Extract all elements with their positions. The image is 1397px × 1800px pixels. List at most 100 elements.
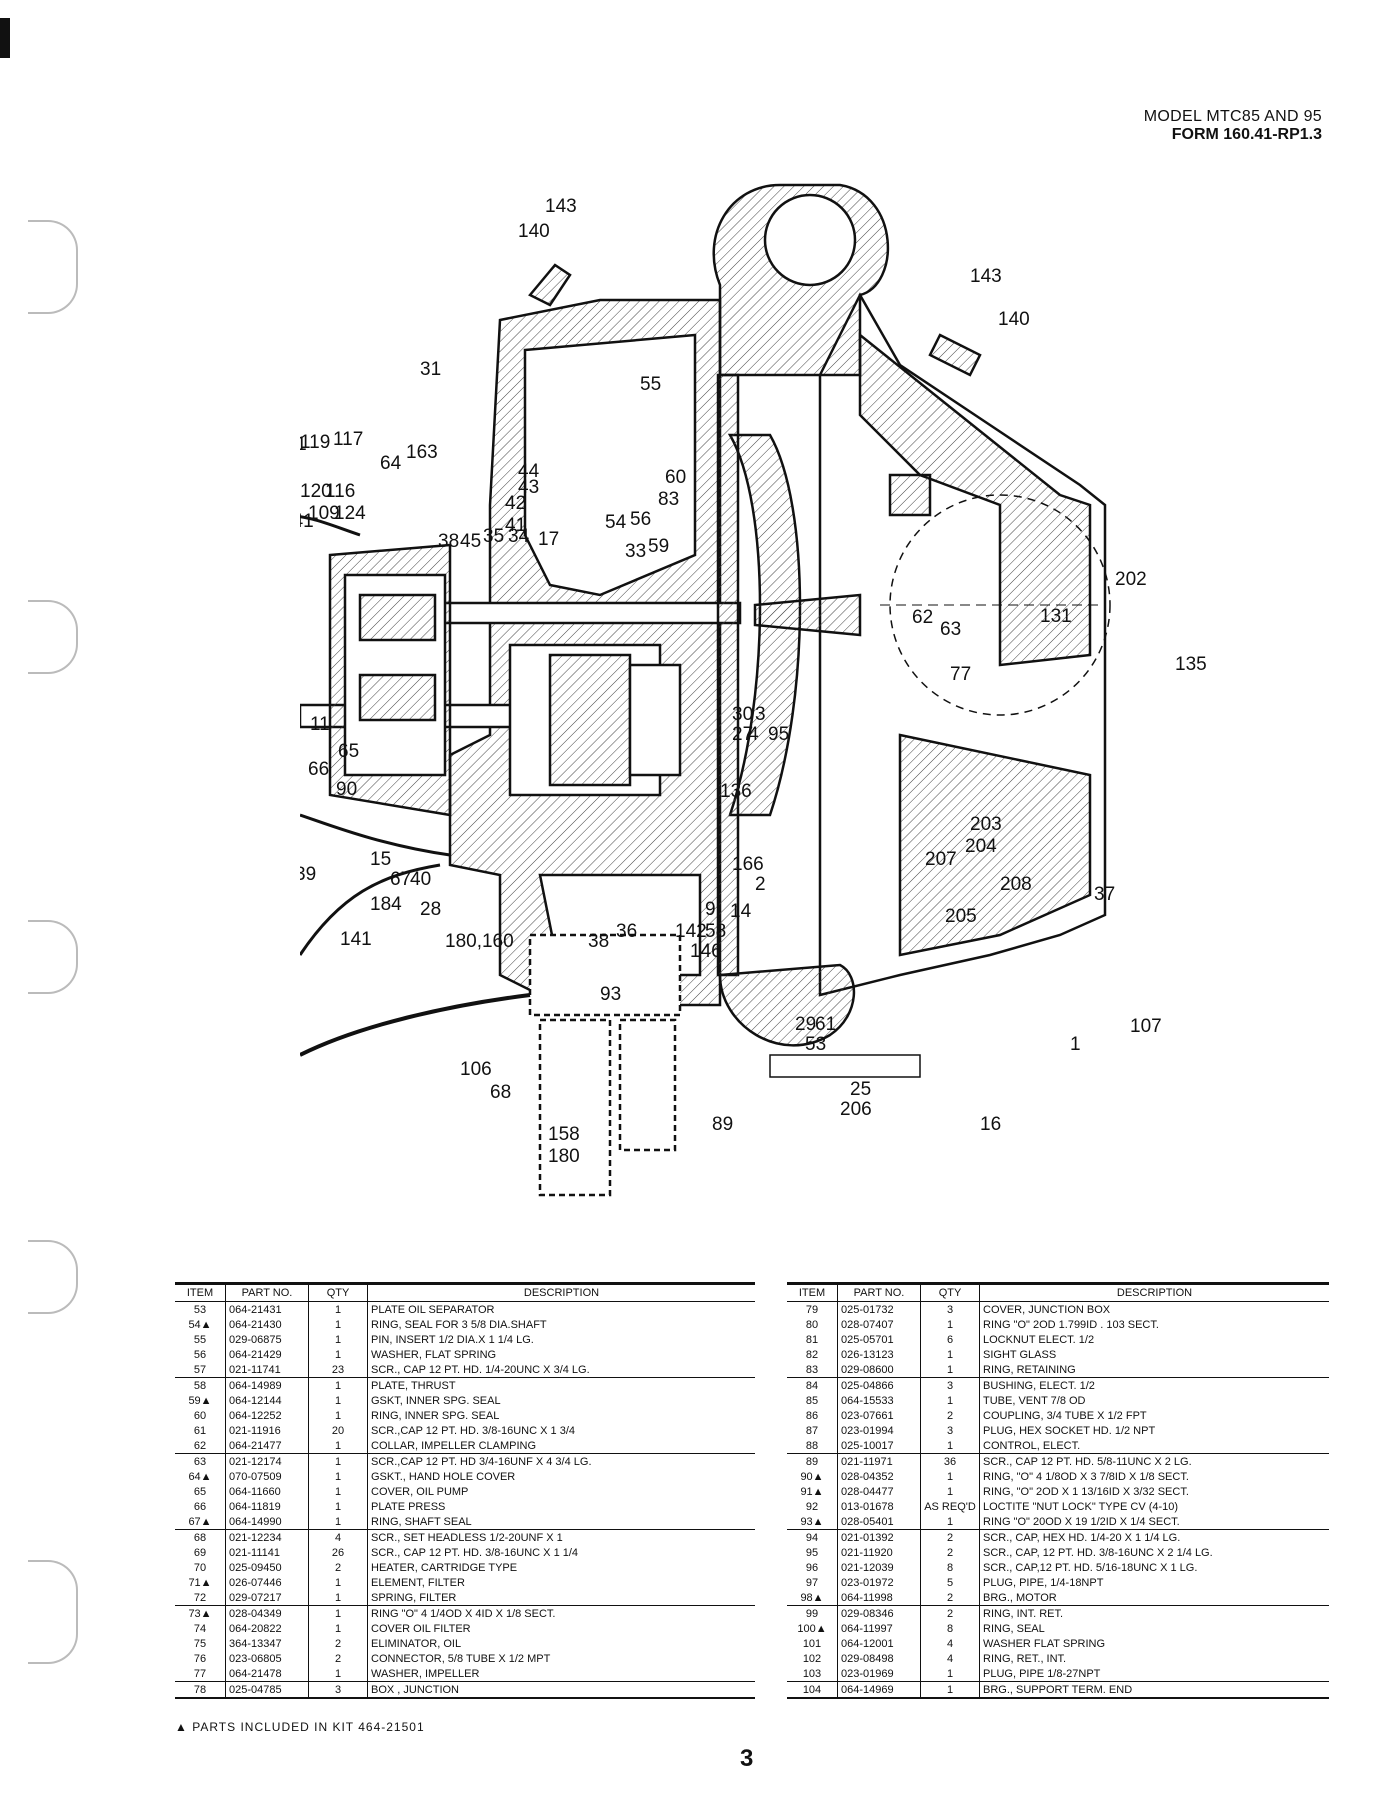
table-cell-qty: 2 (920, 1590, 980, 1606)
table-cell-item: 69 (193, 1546, 207, 1559)
table-cell-part: 025-10017 (837, 1438, 921, 1454)
table-cell-part: 029-06875 (225, 1332, 309, 1347)
callout-label: 2 (755, 874, 766, 895)
table-cell-desc: SCR., SET HEADLESS 1/2-20UNF X 1 (367, 1529, 755, 1545)
table-cell-qty: 3 (308, 1681, 368, 1698)
table-cell-item: 53 (193, 1303, 207, 1316)
callout-label: 158 (548, 1124, 580, 1145)
callout-label: 121 (300, 434, 307, 455)
callout-label: 4 (748, 724, 759, 745)
table-cell-desc: COVER, JUNCTION BOX (979, 1301, 1329, 1317)
table-cell-part: 013-01678 (837, 1499, 921, 1514)
table-cell-part: 028-04349 (225, 1605, 309, 1621)
table-cell-part: 023-06805 (225, 1651, 309, 1666)
table-cell-qty: 2 (920, 1529, 980, 1545)
table-cell-part: 064-12144 (225, 1393, 309, 1408)
table-cell-item: 79 (805, 1303, 819, 1316)
callout-label: 16 (980, 1114, 1001, 1135)
callout-label: 135 (1175, 654, 1207, 675)
table-cell-qty: 4 (920, 1636, 980, 1651)
table-cell-part: 064-21478 (225, 1666, 309, 1682)
callout-label: 42 (505, 493, 526, 514)
table-cell-item: 94 (805, 1531, 819, 1544)
table-cell-qty: 5 (920, 1575, 980, 1590)
callout-label: 63 (940, 619, 961, 640)
callout-label: 1 (1070, 1034, 1081, 1055)
table-cell-item: 85 (805, 1394, 819, 1407)
callout-label: 43 (518, 477, 539, 498)
table-cell-desc: SIGHT GLASS (979, 1347, 1329, 1362)
page-number: 3 (740, 1745, 754, 1772)
table-cell-desc: RING, INNER SPG. SEAL (367, 1408, 755, 1423)
table-cell-desc: SCR., CAP 12 PT. HD. 1/4-20UNC X 3/4 LG. (367, 1362, 755, 1378)
table-cell-desc: SCR., CAP, 12 PT. HD. 3/8-16UNC X 2 1/4 … (979, 1545, 1329, 1560)
table-cell-desc: RING, SEAL FOR 3 5/8 DIA.SHAFT (367, 1317, 755, 1332)
table-cell-desc: ELEMENT, FILTER (367, 1575, 755, 1590)
callout-labels: 143 140 143 140 31 55 121 119 117 163 64… (300, 196, 1207, 1167)
callout-label: 206 (840, 1099, 872, 1120)
model-title: MODEL MTC85 AND 95 (1143, 108, 1322, 125)
table-cell-qty: AS REQ'D (920, 1499, 980, 1514)
callout-label: 44 (518, 461, 540, 482)
table-cell-item: 93▲ (787, 1514, 838, 1530)
callout-label: 207 (925, 849, 957, 870)
callout-label: 53 (805, 1034, 826, 1055)
table-cell-qty: 1 (920, 1362, 980, 1378)
callout-label: 116 (325, 481, 355, 502)
callout-label: 141 (340, 929, 372, 950)
table-cell-item: 97 (805, 1576, 819, 1589)
table-cell-part: 064-15533 (837, 1393, 921, 1408)
table-cell-item: 88 (787, 1438, 838, 1454)
table-cell-desc: SCR., CAP,12 PT. HD. 5/16-18UNC X 1 LG. (979, 1560, 1329, 1575)
table-cell-desc: LOCTITE "NUT LOCK" TYPE CV (4-10) (979, 1499, 1329, 1514)
table-cell-item: 74 (193, 1622, 207, 1635)
callout-label: 30 (732, 704, 753, 725)
table-cell-qty: 1 (920, 1438, 980, 1454)
table-cell-part: 021-11916 (225, 1423, 309, 1438)
table-cell-desc: RING "O" 20OD X 19 1/2ID X 1/4 SECT. (979, 1514, 1329, 1530)
table-cell-item: 90▲ (800, 1470, 824, 1483)
table-cell-part: 021-11971 (837, 1453, 921, 1469)
table-cell-desc: PLATE OIL SEPARATOR (367, 1301, 755, 1317)
table-cell-desc: RING, SEAL (979, 1621, 1329, 1636)
table-cell-item: 62 (175, 1438, 226, 1454)
table-cell-item: 77 (175, 1666, 226, 1682)
table-cell-desc: GSKT, INNER SPG. SEAL (367, 1393, 755, 1408)
table-cell-desc: PLATE PRESS (367, 1499, 755, 1514)
table-cell-part: 064-14990 (225, 1514, 309, 1530)
table-header-row: ITEM PART NO. QTY DESCRIPTION (175, 1283, 755, 1302)
table-cell-part: 025-04785 (225, 1681, 309, 1698)
table-cell-part: 026-13123 (837, 1347, 921, 1362)
table-cell-desc: RING, "O" 2OD X 1 13/16ID X 3/32 SECT. (979, 1484, 1329, 1499)
table-cell-desc: BRG., MOTOR (979, 1590, 1329, 1606)
table-cell-desc: SCR., CAP 12 PT. HD. 5/8-11UNC X 2 LG. (979, 1453, 1329, 1469)
column-header-item: ITEM (787, 1283, 838, 1302)
callout-label: 17 (538, 529, 559, 550)
table-cell-qty: 1 (308, 1484, 368, 1499)
table-cell-part: 029-08498 (837, 1651, 921, 1666)
callout-label: 41 (505, 515, 526, 536)
table-cell-desc: SCR.,CAP 12 PT. HD 3/4-16UNF X 4 3/4 LG. (367, 1453, 755, 1469)
table-cell-part: 029-08346 (837, 1605, 921, 1621)
table-cell-desc: PLUG, HEX SOCKET HD. 1/2 NPT (979, 1423, 1329, 1438)
table-cell-desc: BRG., SUPPORT TERM. END (979, 1681, 1329, 1698)
table-cell-desc: BOX , JUNCTION (367, 1681, 755, 1698)
table-cell-qty: 1 (308, 1377, 368, 1393)
punch-hole (28, 1240, 78, 1314)
table-cell-part: 025-01732 (837, 1301, 921, 1317)
table-cell-item: 89 (805, 1455, 819, 1468)
table-cell-qty: 1 (920, 1317, 980, 1332)
